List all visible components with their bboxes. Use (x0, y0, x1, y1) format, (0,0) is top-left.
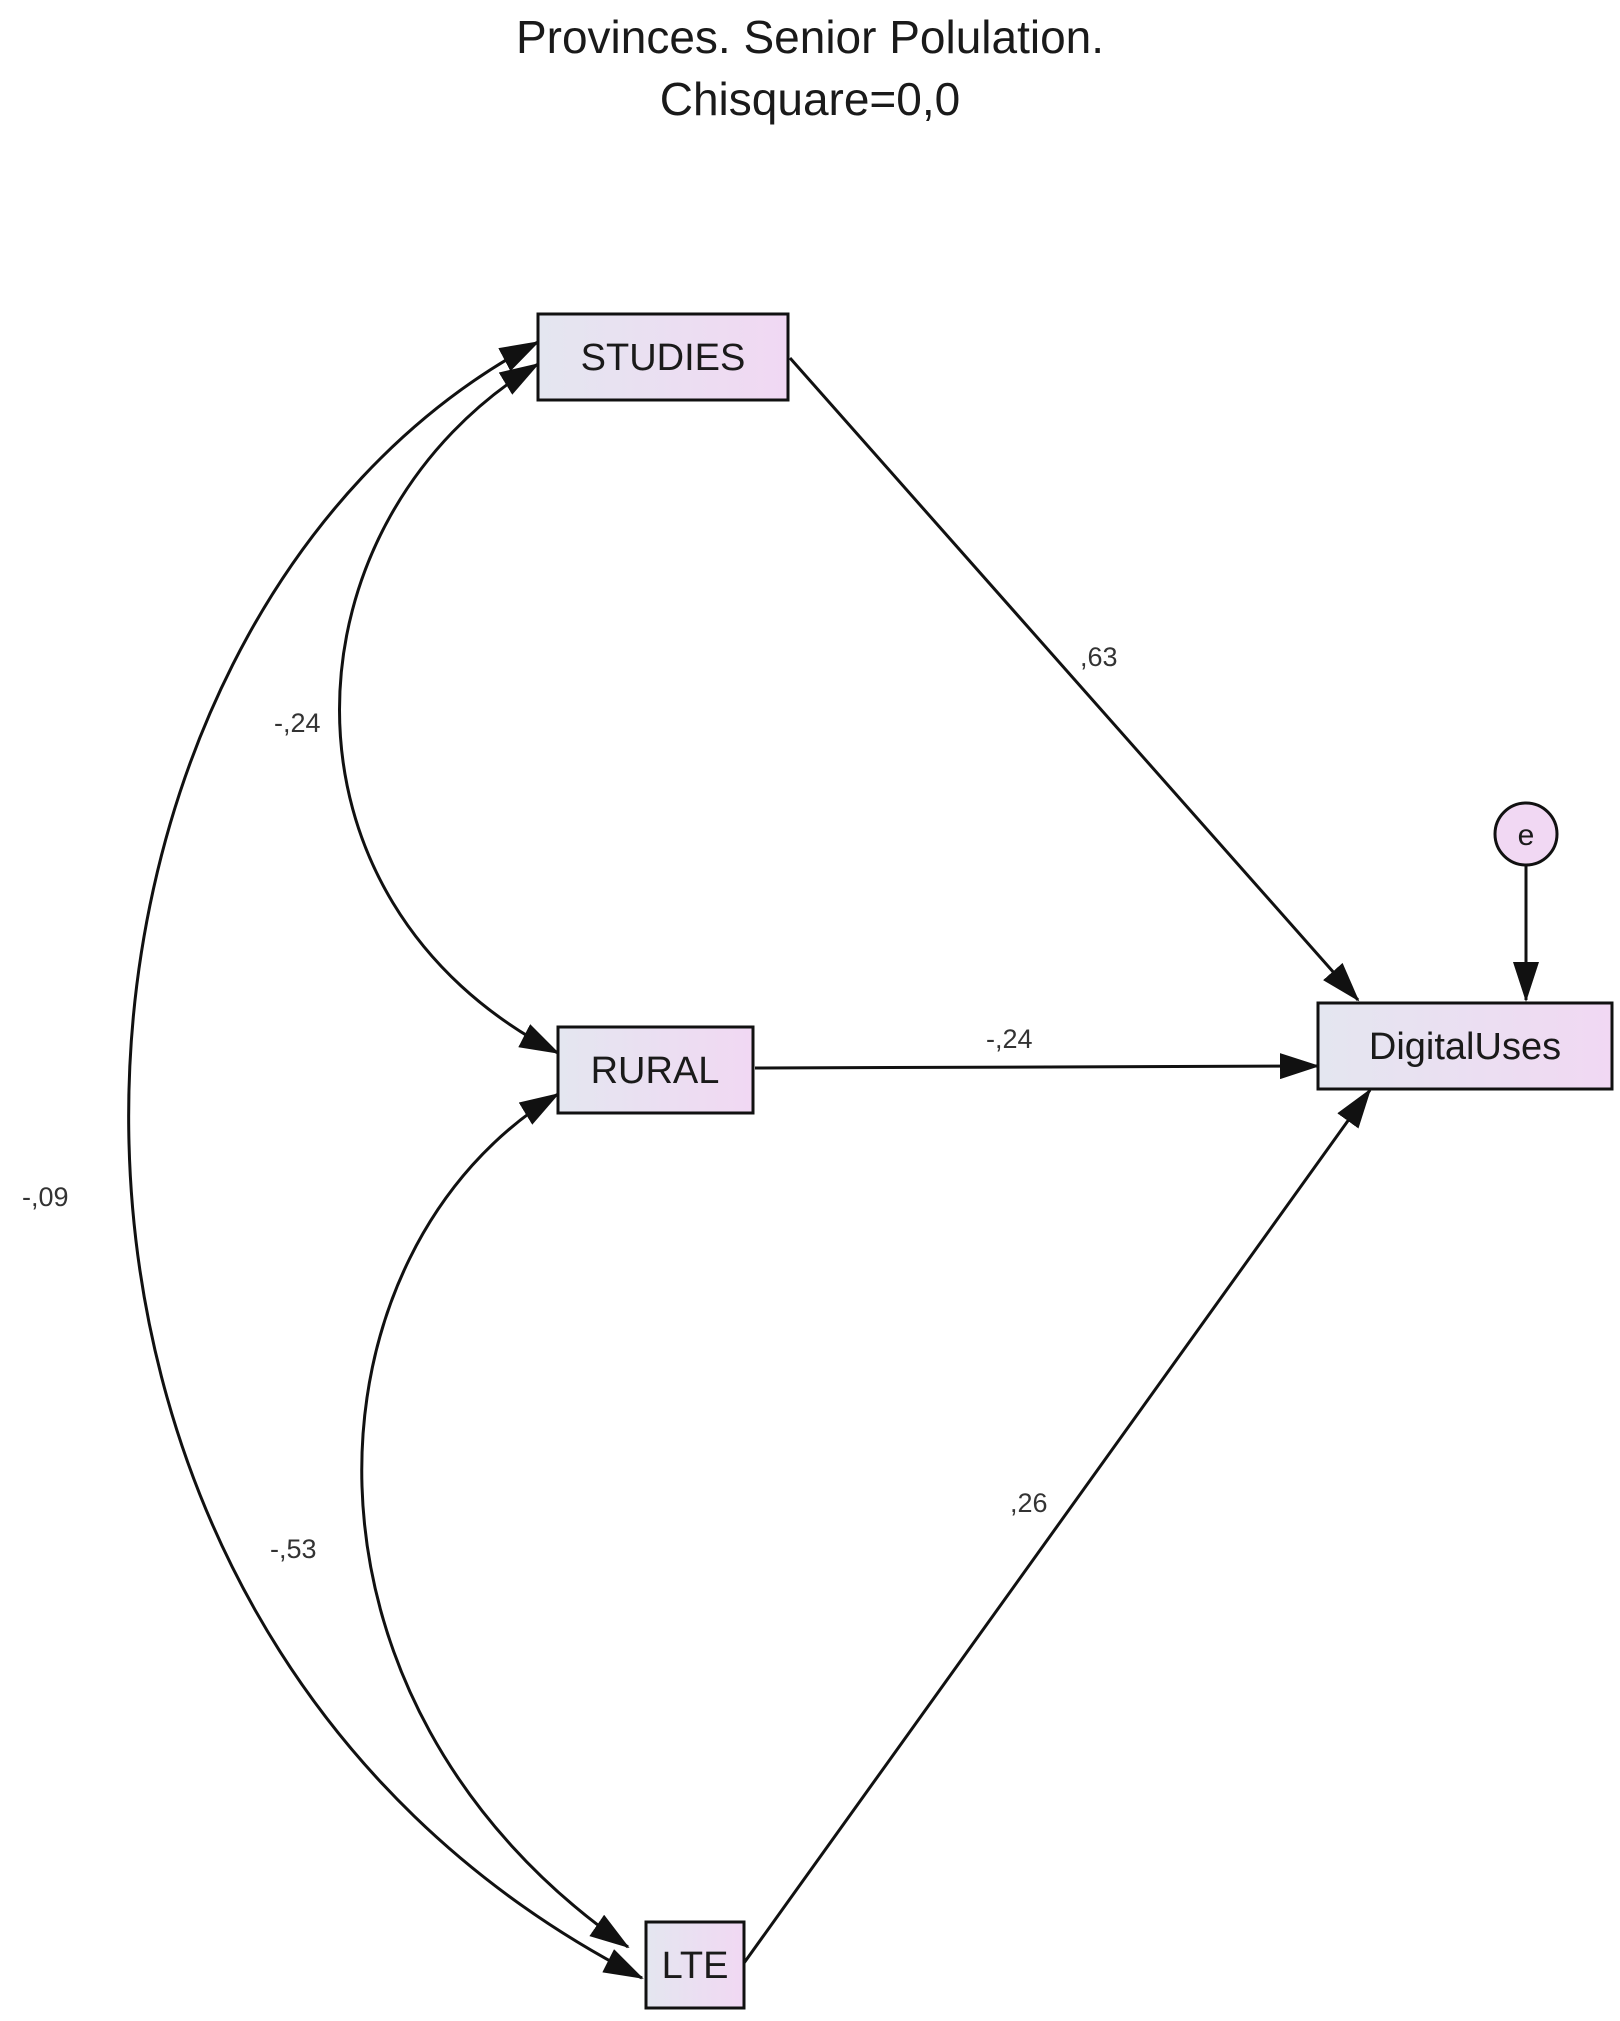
path-lte-to-digitaluses (742, 1088, 1372, 1964)
node-rural: RURAL (556, 1025, 755, 1115)
coef-studies-digitaluses: ,63 (1080, 642, 1118, 672)
node-digitaluses: DigitalUses (1316, 1001, 1614, 1091)
path-studies-to-digitaluses (788, 357, 1360, 1002)
cov-studies-lte (127, 340, 644, 1980)
node-studies-label: STUDIES (581, 337, 746, 379)
cov-studies-rural (338, 362, 560, 1055)
node-error: e (1493, 801, 1559, 867)
node-lte: LTE (644, 1920, 746, 2010)
node-digitaluses-label: DigitalUses (1369, 1026, 1561, 1068)
coef-lte-digitaluses: ,26 (1010, 1488, 1048, 1518)
diagram-title: Provinces. Senior Polulation. (515, 11, 1105, 63)
node-rural-label: RURAL (591, 1050, 720, 1092)
cov-rural-lte (360, 1092, 630, 1949)
diagram-subtitle: Chisquare=0,0 (659, 73, 961, 125)
node-studies: STUDIES (536, 312, 790, 402)
coef-rural-digitaluses: -,24 (986, 1024, 1033, 1054)
node-error-label: e (1518, 819, 1535, 852)
coef-cov-rural-lte: -,53 (270, 1534, 317, 1564)
path-rural-to-digitaluses (754, 1053, 1320, 1080)
coef-cov-studies-lte: -,09 (22, 1182, 69, 1212)
node-lte-label: LTE (662, 1945, 729, 1987)
coef-cov-studies-rural: -,24 (274, 708, 321, 738)
